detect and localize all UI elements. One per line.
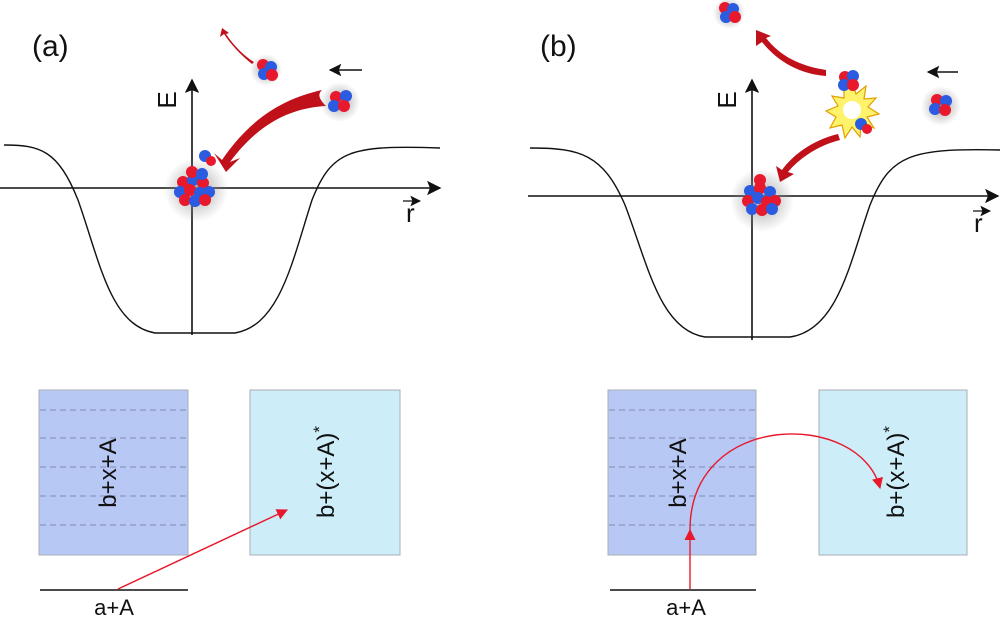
lower-box <box>38 389 189 556</box>
lower-box-levels <box>609 409 755 526</box>
transfer-path-arrow <box>776 134 840 182</box>
upper-box-label-superscript: * <box>880 426 899 433</box>
level-scheme-a: b+x+A b+(x+A)* a+A <box>38 389 401 620</box>
potential-well-curve <box>529 147 1001 338</box>
entrance-level-label: a+A <box>94 595 134 620</box>
target-nucleus <box>164 158 228 222</box>
upper-box-label-main: b+(x+A) <box>883 433 910 518</box>
upper-box-label: b+(x+A)* <box>880 426 910 518</box>
upper-box-label: b+(x+A)* <box>310 426 340 518</box>
lower-box-levels <box>40 409 187 526</box>
transferred-cluster <box>199 150 216 166</box>
e-axis-label: E <box>712 91 742 108</box>
r-axis-label: r <box>974 208 983 238</box>
projectile-nucleus <box>921 86 961 126</box>
panel-b: (b) E r <box>528 0 1001 620</box>
panel-a-label: (a) <box>32 30 69 63</box>
entrance-level-label: a+A <box>666 595 706 620</box>
projectile-nucleus <box>320 82 360 122</box>
lower-box-label: b+x+A <box>665 438 692 507</box>
lower-box-label: b+x+A <box>95 438 122 507</box>
e-axis-label: E <box>152 91 182 108</box>
potential-well-curve <box>3 144 441 334</box>
panel-b-label: (b) <box>540 30 577 63</box>
upper-box-label-main: b+(x+A) <box>313 433 340 518</box>
incoming-path-arrow <box>214 90 326 172</box>
ejectile-nucleus <box>250 54 282 86</box>
target-nucleus <box>730 168 794 232</box>
upper-box <box>818 389 968 556</box>
released-nucleons <box>855 118 872 134</box>
intermediate-nucleus <box>838 70 859 91</box>
second-step-arrow <box>689 433 883 531</box>
lower-box <box>607 389 757 556</box>
level-scheme-b: b+x+A b+(x+A)* a+A <box>607 389 968 620</box>
ejectile-nucleus <box>713 0 745 29</box>
upper-box <box>249 389 401 556</box>
panel-a: (a) E r <box>0 28 442 620</box>
r-axis-label: r <box>406 198 415 228</box>
upper-box-label-superscript: * <box>310 426 329 433</box>
direct-transition-arrow <box>117 509 289 590</box>
ejectile-path-arrow <box>756 30 826 76</box>
ejectile-path-arrow <box>220 28 254 64</box>
